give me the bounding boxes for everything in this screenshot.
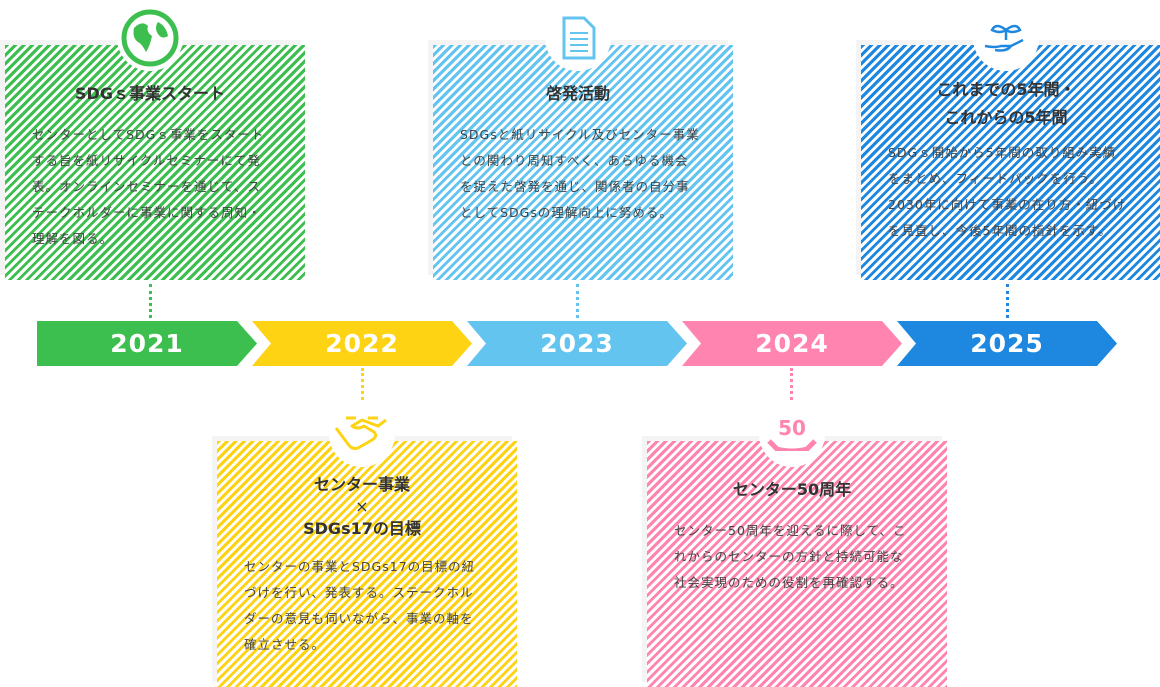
sprout-in-hand-icon	[973, 5, 1039, 71]
title-line: これからの5年間	[944, 108, 1068, 127]
year-label: 2025	[970, 329, 1044, 358]
card-title: これまでの5年間・これからの5年間	[856, 76, 1156, 132]
year-2021-arrow: 2021	[37, 321, 257, 366]
connector	[149, 284, 152, 318]
card-2022: センター事業 × SDGs17の目標 センターの事業とSDGs17の目標の紐づけを行…	[212, 401, 517, 687]
card-title: センター事業 × SDGs17の目標	[212, 474, 512, 540]
year-2022-arrow: 2022	[252, 321, 472, 366]
year-label: 2021	[110, 329, 184, 358]
card-title: センター50周年	[732, 480, 852, 499]
title-line: SDGs17の目標	[303, 519, 421, 538]
year-label: 2023	[540, 329, 614, 358]
connector	[790, 368, 793, 400]
card-2024: 50 センター50周年 センター50周年を迎えるに際して、これからのセンターの方…	[642, 401, 947, 687]
card-title: 啓発活動	[545, 84, 610, 103]
card-body: センターとしてSDGｓ事業をスタートする旨を紙リサイクルセミナーにて発表。オンラ…	[32, 127, 265, 246]
card-body: SDGｓ開始から5年間の取り組み実績をまとめ、フィードバックを行う。2030年に…	[888, 145, 1127, 238]
card-title: SDGｓ事業スタート	[75, 84, 225, 103]
document-icon	[545, 5, 611, 71]
year-2025-arrow: 2025	[897, 321, 1117, 366]
globe-icon	[117, 5, 183, 71]
card-2021: SDGｓ事業スタート センターとしてSDGｓ事業をスタートする旨を紙リサイクルセ…	[0, 5, 305, 280]
connector	[1006, 284, 1009, 318]
year-label: 2024	[755, 329, 829, 358]
card-2025: これまでの5年間・これからの5年間 SDGｓ開始から5年間の取り組み実績をまとめ…	[856, 5, 1160, 280]
title-line: センター事業	[313, 475, 410, 494]
year-2023-arrow: 2023	[467, 321, 687, 366]
connector	[361, 368, 364, 400]
card-2023: 啓発活動 SDGsと紙リサイクル及びセンター事業との関わり周知すべく、あらゆる機…	[428, 5, 733, 280]
connector	[576, 284, 579, 318]
card-body: SDGsと紙リサイクル及びセンター事業との関わり周知すべく、あらゆる機会を捉えた…	[460, 127, 700, 220]
title-line: ×	[355, 497, 369, 516]
year-2024-arrow: 2024	[682, 321, 902, 366]
year-label: 2022	[325, 329, 399, 358]
card-body: センター50周年を迎えるに際して、これからのセンターの方針と持続可能な社会実現の…	[674, 523, 907, 590]
card-body: センターの事業とSDGs17の目標の紐づけを行い、発表する。ステークホルダーの意…	[244, 559, 476, 652]
anniversary-50-icon: 50	[759, 401, 825, 467]
handshake-icon	[329, 401, 395, 467]
icon-text: 50	[778, 416, 806, 440]
title-line: これまでの5年間・	[936, 80, 1076, 99]
